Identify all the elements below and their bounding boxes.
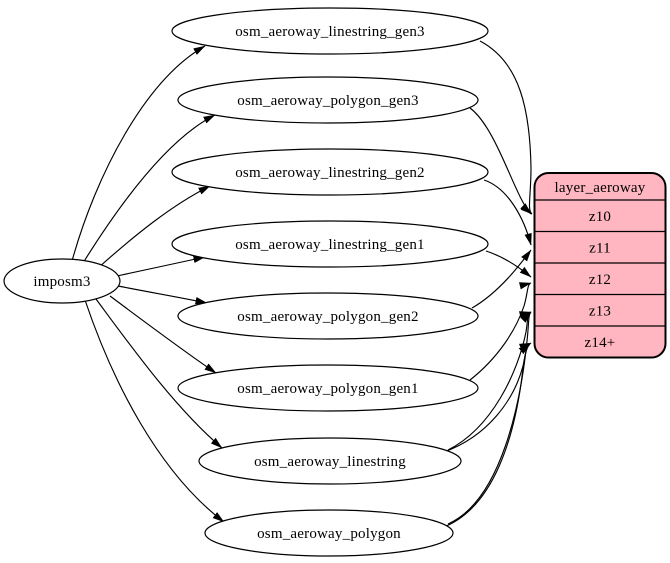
- table-ellipse: [177, 76, 479, 124]
- table-node-osm-aeroway-polygon-gen3: osm_aeroway_polygon_gen3: [177, 76, 479, 124]
- layer-row-label-z14plus: z14+: [585, 335, 616, 351]
- edge-osm_aeroway_polygon_gen2-to-layer_aeroway.z11: [471, 249, 532, 309]
- layer-row-label-z13: z13: [589, 304, 611, 320]
- table-ellipse: [171, 148, 489, 196]
- layer-record-body: [533, 172, 667, 359]
- edge-imposm3-to-osm_aeroway_polygon: [84, 299, 225, 523]
- nodes-layer: imposm3 osm_aeroway_linestring_gen3 osm_…: [3, 7, 667, 557]
- table-node-osm-aeroway-polygon-gen2: osm_aeroway_polygon_gen2: [177, 292, 479, 340]
- edge-osm_aeroway_polygon_gen1-to-layer_aeroway.z12: [469, 282, 532, 381]
- table-ellipse: [171, 7, 489, 55]
- edge-osm_aeroway_polygon_gen3-to-layer_aeroway.z10: [469, 107, 532, 215]
- edge-osm_aeroway_linestring_gen1-to-layer_aeroway.z12: [485, 250, 532, 278]
- table-label: osm_aeroway_linestring_gen3: [235, 24, 425, 40]
- table-node-osm-aeroway-linestring-gen2: osm_aeroway_linestring_gen2: [171, 148, 489, 196]
- imposm3-label: imposm3: [33, 274, 90, 290]
- layer-row-label-z12: z12: [589, 272, 611, 288]
- table-label: osm_aeroway_linestring_gen1: [235, 237, 425, 253]
- edge-imposm3-to-osm_aeroway_linestring_gen2: [97, 185, 211, 269]
- layer-row-label-z10: z10: [589, 209, 611, 225]
- table-label: osm_aeroway_linestring_gen2: [235, 165, 425, 181]
- table-label: osm_aeroway_linestring: [254, 454, 406, 470]
- table-ellipse: [204, 509, 454, 557]
- edge-imposm3-to-osm_aeroway_linestring: [95, 298, 223, 449]
- edge-osm_aeroway_linestring_gen3-to-layer_aeroway.z10: [479, 40, 533, 215]
- edge-osm_aeroway_polygon-to-layer_aeroway.z14+: [443, 343, 531, 528]
- table-label: osm_aeroway_polygon: [257, 526, 401, 542]
- table-label: osm_aeroway_polygon_gen3: [237, 93, 418, 109]
- table-label: osm_aeroway_polygon_gen2: [237, 309, 418, 325]
- table-node-osm-aeroway-linestring-gen1: osm_aeroway_linestring_gen1: [171, 220, 489, 268]
- edge-imposm3-to-osm_aeroway_linestring_gen3: [71, 45, 206, 262]
- layer-header-label: layer_aeroway: [555, 180, 646, 196]
- table-node-osm-aeroway-linestring-gen3: osm_aeroway_linestring_gen3: [171, 7, 489, 55]
- edge-osm_aeroway_linestring_gen2-to-layer_aeroway.z11: [483, 179, 532, 246]
- table-ellipse: [177, 364, 479, 412]
- table-ellipse: [177, 292, 479, 340]
- edge-imposm3-to-osm_aeroway_polygon_gen3: [82, 114, 216, 264]
- table-node-osm-aeroway-linestring: osm_aeroway_linestring: [198, 437, 462, 485]
- edges-layer: [71, 40, 533, 528]
- source-node-imposm3: imposm3: [3, 258, 121, 304]
- edge-imposm3-to-osm_aeroway_polygon_gen1: [109, 295, 217, 374]
- table-node-osm-aeroway-polygon-gen1: osm_aeroway_polygon_gen1: [177, 364, 479, 412]
- layer-record-node: layer_aeroway z10 z11 z12 z13 z14+: [533, 172, 667, 359]
- table-ellipse: [198, 437, 462, 485]
- edge-osm_aeroway_polygon-to-layer_aeroway.z13: [447, 311, 532, 525]
- table-ellipse: [171, 220, 489, 268]
- imposm3-ellipse: [3, 258, 121, 304]
- edge-imposm3-to-osm_aeroway_polygon_gen2: [117, 285, 208, 305]
- edge-imposm3-to-osm_aeroway_linestring_gen1: [116, 255, 206, 277]
- layer-row-label-z11: z11: [589, 241, 611, 257]
- table-label: osm_aeroway_polygon_gen1: [237, 381, 418, 397]
- table-node-osm-aeroway-polygon: osm_aeroway_polygon: [204, 509, 454, 557]
